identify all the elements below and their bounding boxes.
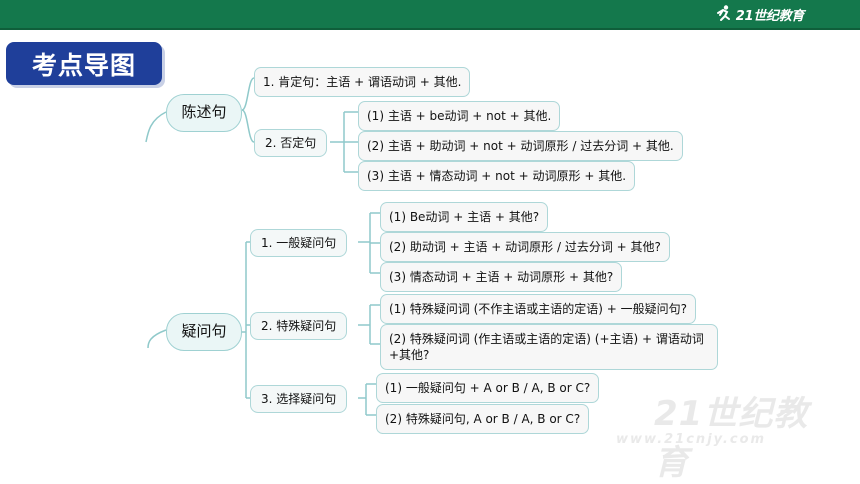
header-bar	[0, 0, 860, 30]
general-item-1: (1) Be动词 + 主语 + 其他?	[380, 202, 549, 232]
root-interrogative: 疑问句	[166, 313, 242, 351]
section-title-box: 考点导图	[6, 42, 162, 85]
brand-logo: 21世纪教育	[714, 3, 804, 25]
special-item-1: (1) 特殊疑问词 (不作主语或主语的定语) + 一般疑问句?	[380, 294, 697, 324]
negative-item-1: (1) 主语 + be动词 + not + 其他.	[358, 101, 561, 131]
watermark-url: www.21cnjy.com	[616, 432, 767, 447]
node-general-question: 1. 一般疑问句	[250, 229, 348, 257]
logo-text: 21世纪教育	[735, 8, 805, 24]
watermark: 21世纪教育 www.21cnjy.com	[612, 384, 838, 483]
node-negative: 2. 否定句	[254, 129, 328, 157]
watermark-text: 21世纪教育	[654, 394, 809, 483]
runner-icon	[716, 5, 730, 21]
node-alternative-question: 3. 选择疑问句	[250, 385, 348, 413]
root-declarative: 陈述句	[166, 94, 242, 132]
node-affirmative: 1. 肯定句：主语 + 谓语动词 + 其他.	[254, 67, 471, 97]
alternative-item-2: (2) 特殊疑问句, A or B / A, B or C?	[376, 404, 590, 434]
general-item-2: (2) 助动词 + 主语 + 动词原形 / 过去分词 + 其他?	[380, 232, 670, 262]
alternative-item-1: (1) 一般疑问句 + A or B / A, B or C?	[376, 373, 600, 403]
section-title: 考点导图	[31, 51, 136, 80]
negative-item-2: (2) 主语 + 助动词 + not + 动词原形 / 过去分词 + 其他.	[358, 131, 683, 161]
node-special-question: 2. 特殊疑问句	[250, 312, 348, 340]
negative-item-3: (3) 主语 + 情态动词 + not + 动词原形 + 其他.	[358, 161, 636, 191]
special-item-2: (2) 特殊疑问词 (作主语或主语的定语) (+主语) + 谓语动词+其他?	[380, 324, 718, 370]
general-item-3: (3) 情态动词 + 主语 + 动词原形 + 其他?	[380, 262, 623, 292]
